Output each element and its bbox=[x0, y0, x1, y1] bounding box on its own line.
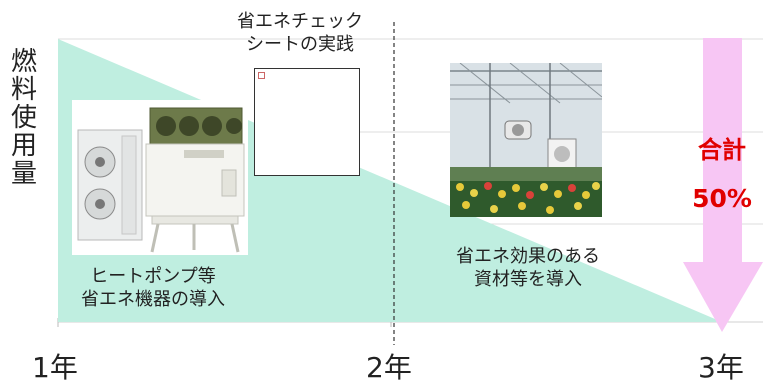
greenhouse-image bbox=[450, 63, 602, 217]
caption-line: 資材等を導入 bbox=[474, 269, 582, 290]
y-axis-char: 料 bbox=[10, 75, 37, 105]
broken-image-icon bbox=[258, 72, 265, 79]
caption-checksheet: 省エネチェック シートの実践 bbox=[210, 10, 390, 56]
caption-line: 省エネ機器の導入 bbox=[81, 289, 225, 310]
caption-line: 省エネ効果のある bbox=[456, 246, 600, 267]
heat-pump-image bbox=[72, 100, 248, 255]
checksheet-image-placeholder bbox=[254, 68, 360, 176]
total-value: 50% bbox=[692, 184, 752, 213]
year-label-3: 3年 bbox=[698, 351, 744, 384]
caption-line: ヒートポンプ等 bbox=[90, 266, 216, 287]
y-axis-char: 用 bbox=[10, 131, 37, 161]
y-axis-char: 燃 bbox=[10, 47, 37, 77]
caption-heat-pump: ヒートポンプ等 省エネ機器の導入 bbox=[58, 265, 248, 311]
total-label: 合計 bbox=[698, 136, 746, 164]
reduction-arrow-icon bbox=[683, 38, 763, 332]
caption-materials: 省エネ効果のある 資材等を導入 bbox=[428, 245, 628, 291]
y-axis-label: 燃 料 使 用 量 bbox=[10, 48, 38, 188]
y-axis-char: 量 bbox=[10, 159, 37, 189]
caption-line: 省エネチェック bbox=[237, 11, 363, 32]
year-label-1: 1年 bbox=[32, 351, 78, 384]
year-label-2: 2年 bbox=[366, 351, 412, 384]
y-axis-char: 使 bbox=[10, 103, 37, 133]
caption-line: シートの実践 bbox=[246, 34, 354, 55]
